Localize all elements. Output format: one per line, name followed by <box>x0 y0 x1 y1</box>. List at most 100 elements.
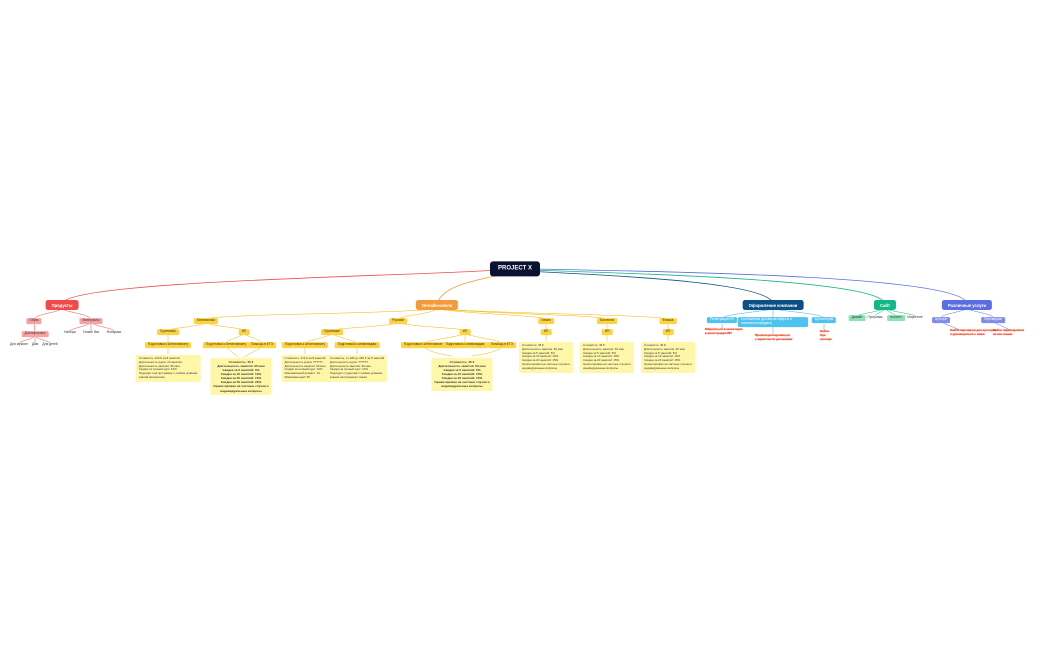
note-line: с юристом по договорам <box>755 336 793 341</box>
site-marketing[interactable]: Маркетинг <box>907 315 923 320</box>
note-line: Найти партнёров для аутсорса <box>950 328 997 332</box>
note-chemistry: Стоимость: 45 €Длительность занятия: 60 … <box>518 342 574 373</box>
note-line: Подходит под программу с любым уровнем <box>138 371 198 376</box>
note-line: Скидка за 10 занятий: 10% <box>643 354 681 359</box>
site-programming[interactable]: Программ <box>867 315 883 320</box>
note-line: Скидка за 10 занятий: 10% <box>582 354 620 359</box>
note-line: индивидуальные вопросы <box>220 388 262 393</box>
note-line: Скидка за 20 занятий: 15% <box>521 358 559 363</box>
note-line: Скидка за 20 занятий: 15% <box>220 376 262 381</box>
branch-courses[interactable]: Онлайн-школа <box>415 299 459 311</box>
note-line: Длительность курса: 24 занятия <box>138 359 182 364</box>
branch-products[interactable]: Продукты <box>45 299 79 311</box>
russian-group-antiplagiat[interactable]: Подготовка к Антиплагиату <box>281 342 329 348</box>
service-outsource[interactable]: Аутсорс <box>932 317 950 323</box>
note-line: Скидка за 20 занятий: 15% <box>582 358 620 363</box>
course-physics[interactable]: Физика <box>659 318 677 324</box>
physics-individual[interactable]: ИП <box>662 329 674 335</box>
note-line: Стоимость: 220 € за 8 занятий <box>138 356 180 360</box>
russian-ind-antiplagiat[interactable]: Подготовка к Антиплагиату <box>400 342 448 348</box>
chemistry-individual[interactable]: ИП <box>540 329 552 335</box>
russian-group-olympiad[interactable]: Подготовка к олимпиадам <box>334 342 380 348</box>
branch-smm[interactable]: Сайт <box>873 299 897 311</box>
math-individual[interactable]: ИП <box>238 329 250 335</box>
company-registration[interactable]: Регистрация ИП <box>706 317 738 323</box>
russian-ind-exam[interactable]: Помощь в ЕГЭ <box>488 342 516 348</box>
note-line: индивидуальные вопросы <box>441 384 483 389</box>
course-biology[interactable]: Биология <box>597 318 617 324</box>
products-lamps[interactable]: Фонарики <box>106 330 122 335</box>
company-contracts[interactable]: Составление договоров оферты и политики … <box>738 317 808 327</box>
root-node[interactable]: PROJECT X <box>489 261 541 277</box>
note-line: Проконсультироваться <box>755 333 790 337</box>
note-line: знания иностранного языка <box>329 375 367 380</box>
russian-ind-olympiad[interactable]: Подготовка к олимпиадам <box>442 342 488 348</box>
note-line: Скидки за полный курс: 10% <box>138 367 177 372</box>
note-line: Скидка за 5 занятий: 5% <box>582 350 616 355</box>
products-thin[interactable]: Тонкие бин <box>82 330 100 335</box>
note-line: Скидка за 50 занятий: 20% <box>220 380 262 385</box>
note-line: на все языки <box>993 331 1013 336</box>
note-line: Ориентирован на частные случаи и <box>643 362 693 367</box>
products-kids[interactable]: Для детей <box>42 342 58 347</box>
note-line: индивидуальные вопросы <box>582 365 619 370</box>
note-line: Длительность занятия: 60 мин <box>521 346 563 351</box>
note-line: Скидка за 20 занятий: 15% <box>643 358 681 363</box>
math-ind-antiplagiat[interactable]: Подготовка к Антиплагиату <box>202 342 250 348</box>
note-line: Скидка за 5 занятий: 5% <box>521 350 555 355</box>
note-line: Длительность курса: ?????? <box>329 359 369 364</box>
products-men[interactable]: Для мужчин <box>10 342 28 347</box>
branch-services[interactable]: Различные услуги <box>941 299 993 311</box>
course-math[interactable]: Математика <box>194 318 218 324</box>
site-content[interactable]: Контент <box>887 315 905 321</box>
note-line: Длительность занятия: 90 мин <box>284 363 326 368</box>
products-shoes[interactable]: Обувь <box>26 318 42 324</box>
note-line: Стоимость: 45 € <box>449 360 475 364</box>
service-translator[interactable]: Переводчик <box>981 317 1005 323</box>
math-group[interactable]: Групповые <box>157 329 179 335</box>
products-sets[interactable]: Наборы <box>64 330 76 335</box>
products-women[interactable]: Дам <box>31 342 39 347</box>
note-line: Скидка за 10 занятий: 10% <box>220 372 262 377</box>
note-line: знаний математики <box>138 375 165 380</box>
note-line: Стоимость: от 180 до 220 € за 8 занятий <box>329 356 385 360</box>
note-line: бух- <box>820 332 827 337</box>
note-line: Ориентирован на частные случаи и <box>434 380 490 385</box>
course-russian[interactable]: Русский <box>389 318 407 324</box>
note-line: Подходит студентам с любым уровнем <box>329 371 383 376</box>
course-chemistry[interactable]: Химия <box>538 318 554 324</box>
note-line: Длительность занятия: 60 мин <box>582 346 624 351</box>
note-physics: Стоимость: 45 €Длительность занятия: 60 … <box>640 342 696 373</box>
note-line: в регистрации ИП <box>705 330 732 335</box>
note-line: галтера <box>820 336 832 341</box>
russian-individual[interactable]: ИП <box>459 329 471 335</box>
products-materials[interactable]: Материалы <box>79 318 103 324</box>
note-line: Скидка за 10 занятий: 10% <box>521 354 559 359</box>
products-adults[interactable]: Для взрослых <box>21 331 49 337</box>
math-ind-exam[interactable]: Помощь в ЕГЭ <box>248 342 276 348</box>
biology-individual[interactable]: ИП <box>601 329 613 335</box>
note-line: Скидки за полный курс: 10% <box>284 367 323 372</box>
note-line: Найти переводчиков <box>993 328 1025 332</box>
site-design[interactable]: Дизайн <box>848 315 866 321</box>
note-line: Скидки за полный курс: 10% <box>329 367 368 372</box>
note-line: Длительность занятия: 90 мин <box>138 363 180 368</box>
note-line: Максимальный: 65 <box>284 375 310 380</box>
note-line: Стоимость: 45 € <box>521 343 544 347</box>
note-line: Скидка за 10 занятий: 10% <box>441 372 483 377</box>
note-line: Длительность курса: ?????? <box>284 359 323 364</box>
russian-group[interactable]: Групповые <box>321 329 343 335</box>
branch-company[interactable]: Оформление компании <box>742 299 804 311</box>
note-line: индивидуальные вопросы <box>643 365 680 370</box>
company-accounting[interactable]: Бухгалтерия <box>811 317 837 323</box>
math-group-antiplagiat[interactable]: Подготовка к Антиплагиату <box>144 342 192 348</box>
note-line: Найти <box>820 329 829 333</box>
note-line: Длительность занятия: 60 мин <box>438 364 486 369</box>
note-line: Скидка за 20 занятий: 15% <box>441 376 483 381</box>
